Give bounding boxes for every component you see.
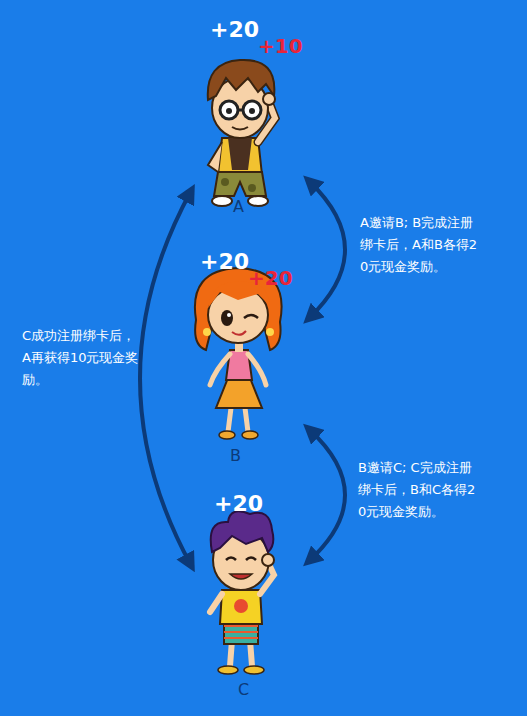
character-node: +20+10A bbox=[195, 15, 305, 215]
character-b bbox=[195, 268, 282, 439]
bonus-amount: +20 bbox=[248, 267, 293, 289]
reward-rule-note: C成功注册绑卡后，A再获得10元现金奖励。 bbox=[22, 325, 140, 391]
curved-arrow bbox=[140, 191, 191, 565]
character-node: +20+20B bbox=[185, 245, 305, 467]
person-letter: C bbox=[238, 681, 249, 699]
character-a bbox=[208, 60, 275, 206]
curved-arrow bbox=[309, 429, 345, 561]
bonus-amount: +10 bbox=[258, 35, 303, 57]
reward-amount: +20 bbox=[200, 250, 249, 274]
reward-amount: +20 bbox=[214, 492, 263, 516]
person-letter: A bbox=[233, 198, 244, 216]
person-letter: B bbox=[230, 447, 241, 465]
reward-amount: +20 bbox=[210, 18, 259, 42]
reward-rule-note: A邀请B; B完成注册绑卡后，A和B各得20元现金奖励。 bbox=[360, 212, 485, 278]
reward-rule-note: B邀请C; C完成注册绑卡后，B和C各得20元现金奖励。 bbox=[358, 457, 483, 523]
character-c bbox=[210, 511, 274, 674]
curved-arrow bbox=[309, 181, 345, 318]
character-node: +20C bbox=[195, 490, 305, 705]
